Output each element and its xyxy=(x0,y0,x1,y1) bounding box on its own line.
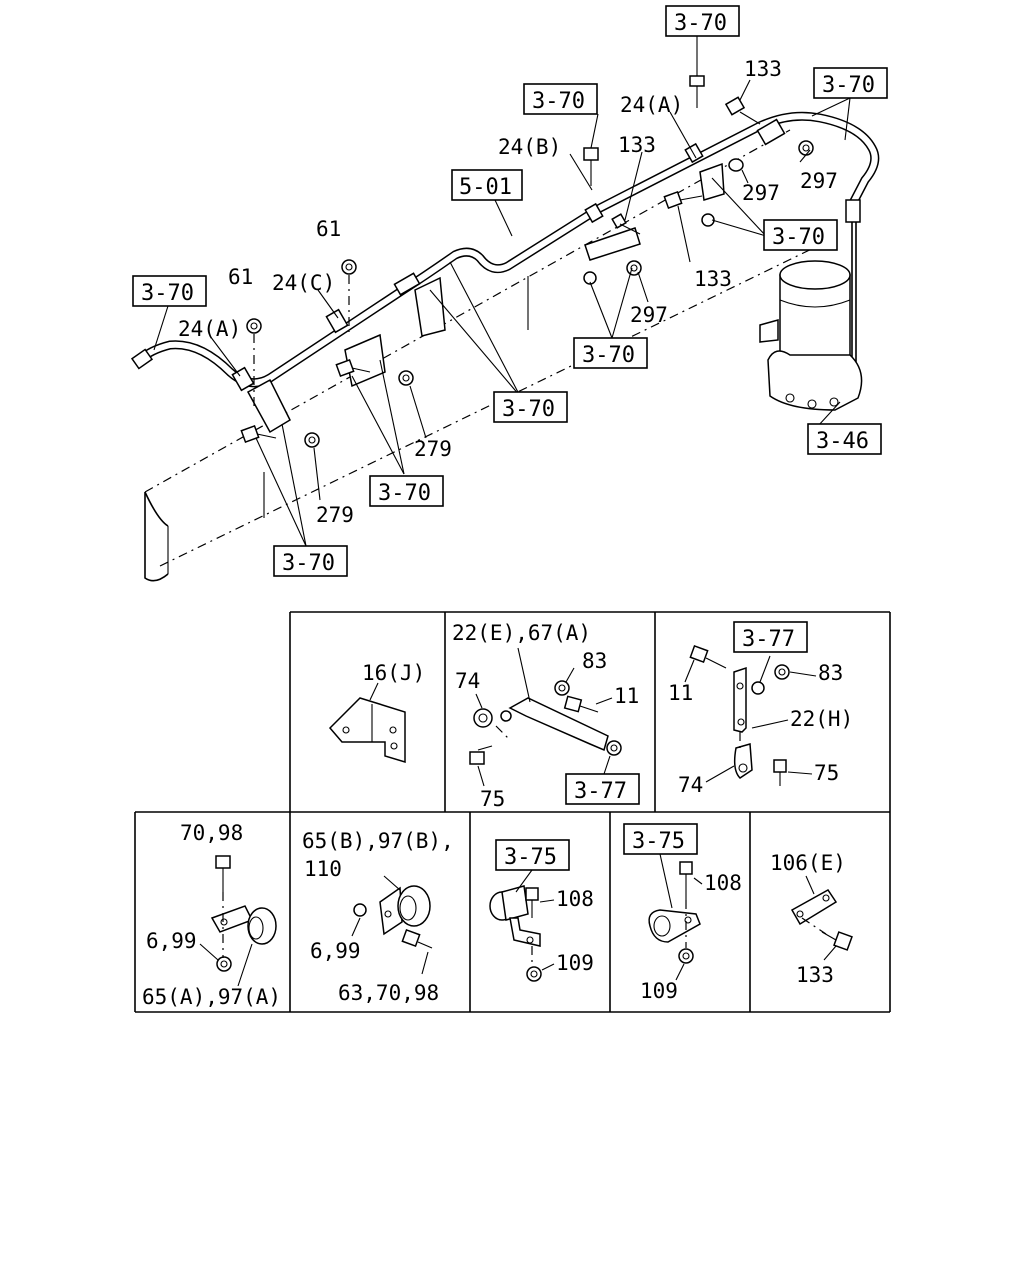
svg-text:11: 11 xyxy=(614,684,639,708)
ref-box: 3-70 xyxy=(763,219,838,251)
svg-text:3-70: 3-70 xyxy=(674,11,727,36)
svg-text:3-77: 3-77 xyxy=(574,779,627,804)
svg-text:3-70: 3-70 xyxy=(282,551,335,576)
svg-text:83: 83 xyxy=(582,649,607,673)
svg-text:16(J): 16(J) xyxy=(362,661,425,685)
svg-text:108: 108 xyxy=(556,887,594,911)
ref-box: 3-70 xyxy=(523,83,598,115)
ref-box: 3-70 xyxy=(493,391,568,423)
label-297: 297 xyxy=(742,181,780,205)
part-labels: 133 24(A) 24(B) 133 297 297 133 61 61 24… xyxy=(178,57,838,527)
svg-text:3-70: 3-70 xyxy=(378,481,431,506)
svg-text:3-46: 3-46 xyxy=(816,429,869,454)
label-24a: 24(A) xyxy=(178,317,241,341)
label-279: 279 xyxy=(414,437,452,461)
svg-text:3-70: 3-70 xyxy=(141,281,194,306)
reference-boxes: 3-70 3-70 3-70 3-70 5-01 3-70 3-70 3-70 … xyxy=(132,5,888,577)
svg-text:65(B),97(B),: 65(B),97(B), xyxy=(302,829,454,853)
svg-text:75: 75 xyxy=(480,787,505,811)
svg-text:3-70: 3-70 xyxy=(502,397,555,422)
svg-text:106(E): 106(E) xyxy=(770,851,846,875)
svg-text:11: 11 xyxy=(668,681,693,705)
label-61: 61 xyxy=(228,265,253,289)
svg-text:63,70,98: 63,70,98 xyxy=(338,981,439,1005)
detail-3-75-b: 3-75 108 109 xyxy=(623,823,742,1003)
label-24a: 24(A) xyxy=(620,93,683,117)
svg-text:108: 108 xyxy=(704,871,742,895)
svg-text:133: 133 xyxy=(796,963,834,987)
detail-22h: 3-77 11 83 22(H) 74 75 xyxy=(668,621,853,797)
svg-text:3-70: 3-70 xyxy=(582,343,635,368)
svg-text:6,99: 6,99 xyxy=(310,939,361,963)
svg-text:74: 74 xyxy=(678,773,703,797)
label-24b: 24(B) xyxy=(498,135,561,159)
air-dryer xyxy=(759,260,863,411)
label-133: 133 xyxy=(618,133,656,157)
ref-box: 3-70 xyxy=(665,5,740,37)
svg-text:5-01: 5-01 xyxy=(459,175,512,200)
svg-text:83: 83 xyxy=(818,661,843,685)
ref-box: 3-70 xyxy=(273,545,348,577)
label-24c: 24(C) xyxy=(272,271,335,295)
svg-text:3-75: 3-75 xyxy=(632,829,685,854)
svg-text:75: 75 xyxy=(814,761,839,785)
ref-box: 3-70 xyxy=(132,275,207,307)
detail-grid xyxy=(134,611,891,1013)
svg-text:3-70: 3-70 xyxy=(532,89,585,114)
svg-text:109: 109 xyxy=(556,951,594,975)
svg-text:3-77: 3-77 xyxy=(742,627,795,652)
label-297: 297 xyxy=(630,303,668,327)
label-133: 133 xyxy=(694,267,732,291)
leader-lines xyxy=(153,36,851,547)
detail-65a-97a: 70,98 6,99 65(A),97(A) xyxy=(142,821,281,1009)
detail-22e-67a: 22(E),67(A) 74 83 11 75 3-77 xyxy=(452,621,640,811)
label-133: 133 xyxy=(744,57,782,81)
label-279: 279 xyxy=(316,503,354,527)
ref-box: 3-70 xyxy=(369,475,444,507)
svg-text:3-75: 3-75 xyxy=(504,845,557,870)
svg-text:65(A),97(A): 65(A),97(A) xyxy=(142,985,281,1009)
ref-box: 3-70 xyxy=(573,337,648,369)
detail-106e: 106(E) 133 xyxy=(770,851,853,987)
detail-3-75-a: 3-75 108 109 xyxy=(489,839,594,982)
svg-text:6,99: 6,99 xyxy=(146,929,197,953)
svg-text:109: 109 xyxy=(640,979,678,1003)
label-297: 297 xyxy=(800,169,838,193)
svg-text:110: 110 xyxy=(304,857,342,881)
detail-65b-97b-110: 65(B),97(B), 110 6,99 63,70,98 xyxy=(302,829,454,1005)
svg-text:22(H): 22(H) xyxy=(790,707,853,731)
svg-text:74: 74 xyxy=(455,669,480,693)
detail-16j: 16(J) xyxy=(328,661,425,764)
ref-box: 5-01 xyxy=(451,169,523,201)
svg-text:22(E),67(A): 22(E),67(A) xyxy=(452,621,591,645)
brackets xyxy=(246,162,725,434)
ref-box: 3-70 xyxy=(813,67,888,99)
svg-text:70,98: 70,98 xyxy=(180,821,243,845)
label-61: 61 xyxy=(316,217,341,241)
svg-text:3-70: 3-70 xyxy=(772,225,825,250)
ref-box: 3-46 xyxy=(807,423,882,455)
svg-text:3-70: 3-70 xyxy=(822,73,875,98)
